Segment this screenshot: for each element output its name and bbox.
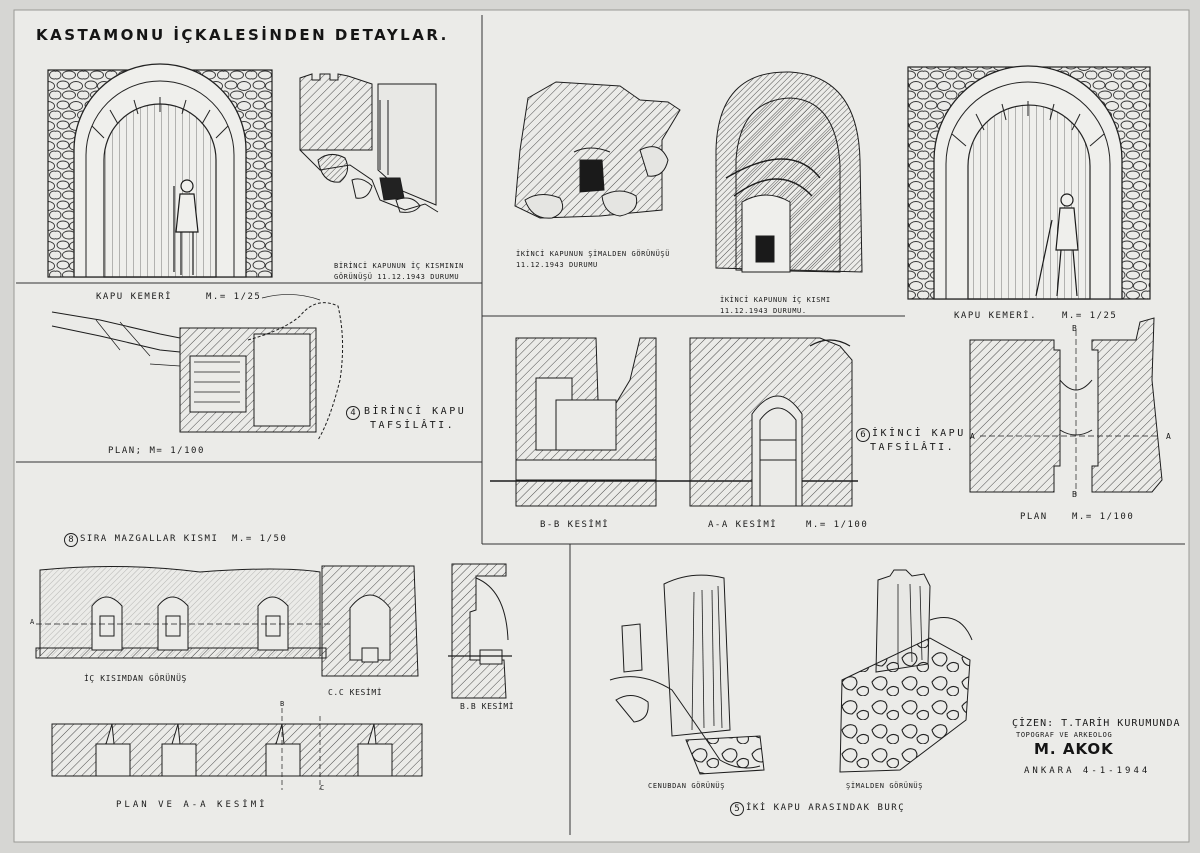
tower-south-label: CENUBDAN GÖRÜNÜŞ	[648, 782, 726, 790]
tower-number: 5	[730, 802, 744, 816]
embrasures-inner-view-label: İÇ KISIMDAN GÖRÜNÜŞ	[84, 674, 187, 683]
gate2-plan-mark-a: A	[970, 432, 976, 441]
tower-caption: İKİ KAPU ARASINDAK BURÇ	[746, 803, 906, 813]
embrasures-mark-b: B	[280, 700, 285, 708]
gate2-arch-drawing	[907, 65, 1151, 300]
gate1-arch-drawing	[47, 63, 273, 278]
sheet-title: KASTAMONU İÇKALESİNDEN DETAYLAR.	[36, 26, 449, 44]
credits-author-name: M. AKOK	[1034, 740, 1114, 758]
gate1-arch-label: KAPU KEMERİ	[96, 292, 173, 302]
embrasures-scale: M.= 1/50	[232, 534, 288, 544]
gate1-details-line1: BİRİNCİ KAPU	[364, 406, 467, 417]
gate2-sections-scale: M.= 1/100	[806, 520, 869, 530]
gate2-plan-label: PLAN	[1020, 512, 1048, 522]
embrasures-mark-a: A	[30, 618, 35, 626]
gate1-sketch-caption-2: GÖRÜNÜŞÜ 11.12.1943 DURUMU	[334, 273, 460, 281]
gate2-bb-section-label: B-B KESİMİ	[540, 520, 610, 530]
embrasures-plan-label: PLAN VE A-A KESİMİ	[116, 800, 268, 810]
gate2-plan-mark-b2: B	[1072, 490, 1078, 499]
gate1-plan-drawing	[51, 294, 344, 441]
gate2-north-caption-2: 11.12.1943 DURUMU	[516, 261, 598, 269]
gate2-plan-drawing	[969, 317, 1163, 496]
credits-line1: ÇİZEN: T.TARİH KURUMUNDA	[1012, 718, 1181, 729]
embrasures-number: 8	[64, 533, 78, 547]
gate2-inner-caption-2: 11.12.1943 DURUMU.	[720, 307, 807, 315]
credits-place-date: ANKARA 4-1-1944	[1024, 766, 1151, 776]
gate2-details-line2: TAFSİLÂTI.	[870, 442, 956, 453]
gate1-details-number: 4	[346, 406, 360, 420]
gate2-sections-drawing	[490, 337, 858, 507]
gate2-arch-label: KAPU KEMERİ.	[954, 311, 1038, 321]
gate2-plan-scale: M.= 1/100	[1072, 512, 1135, 522]
gate2-plan-mark-b: B	[1072, 324, 1078, 333]
gate1-sketch-caption-1: BİRİNCİ KAPUNUN İÇ KISMININ	[334, 262, 464, 270]
tower-north-label: ŞİMALDEN GÖRÜNÜŞ	[846, 782, 924, 790]
credits-line2: TOPOGRAF VE ARKEOLOG	[1016, 731, 1113, 739]
gate2-inner-caption-1: İKİNCİ KAPUNUN İÇ KISMI	[720, 296, 831, 304]
gate2-details-number: 6	[856, 428, 870, 442]
embrasures-cc-label: C.C KESİMİ	[328, 688, 383, 697]
embrasures-heading: SIRA MAZGALLAR KISMI	[80, 534, 219, 544]
gate2-aa-section-label: A-A KESİMİ	[708, 520, 778, 530]
gate2-details-line1: İKİNCİ KAPU	[872, 428, 966, 439]
tower-north-sketch	[839, 569, 973, 773]
tower-south-sketch	[609, 574, 765, 775]
gate2-north-sketch	[514, 81, 681, 219]
gate1-plan-label: PLAN; M= 1/100	[108, 446, 205, 456]
embrasures-mark-c: C	[320, 784, 325, 792]
gate1-details-line2: TAFSİLÂTI.	[370, 420, 456, 431]
embrasures-plan-drawing	[51, 708, 423, 790]
gate2-arch-scale: M.= 1/25	[1062, 311, 1118, 321]
embrasures-bb-label: B.B KESİMİ	[460, 702, 515, 711]
gate1-inner-sketch	[299, 73, 439, 213]
gate1-arch-scale: M.= 1/25	[206, 292, 262, 302]
gate2-north-caption-1: İKİNCİ KAPUNUN ŞİMALDEN GÖRÜNÜŞÜ	[516, 250, 671, 258]
gate2-inner-sketch	[715, 71, 863, 273]
embrasures-drawing	[35, 563, 512, 699]
gate2-plan-mark-a2: A	[1166, 432, 1172, 441]
